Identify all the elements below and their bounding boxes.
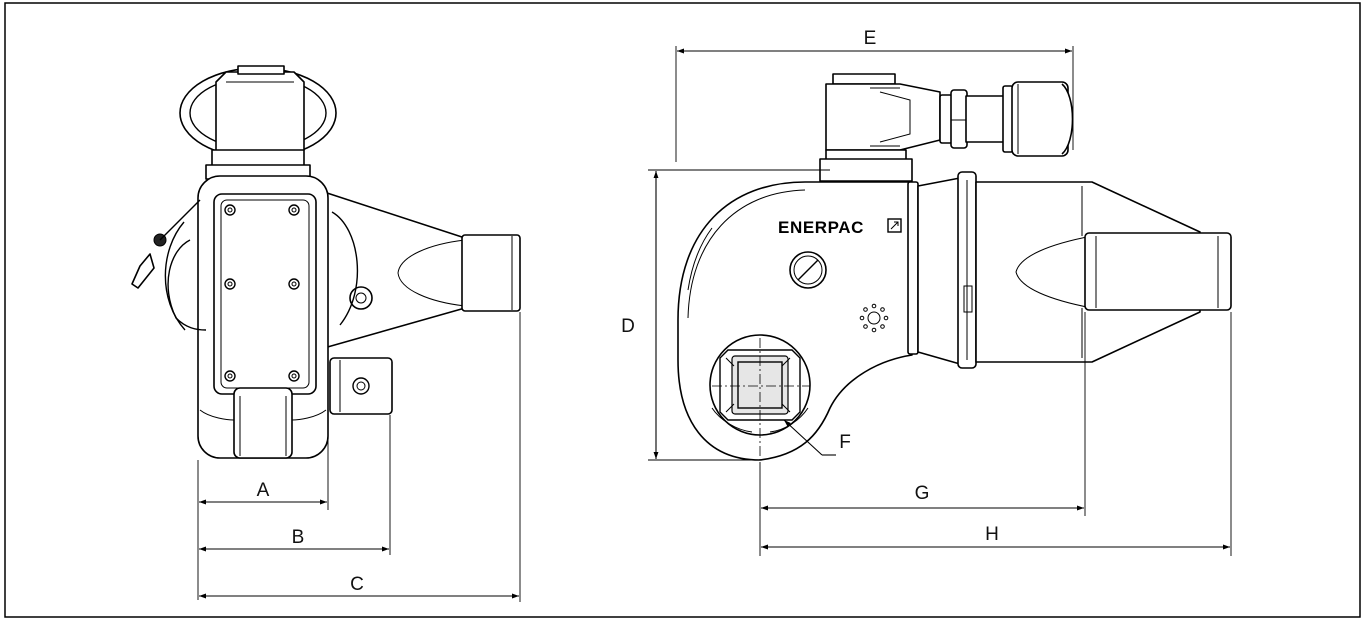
dimension-d-label: D bbox=[621, 316, 635, 337]
dimension-a-label: A bbox=[257, 480, 270, 501]
brand-mark-icon bbox=[887, 218, 902, 233]
dimension-h: H bbox=[761, 524, 1230, 550]
dimension-b-label: B bbox=[292, 527, 305, 548]
slot-plug-icon bbox=[789, 251, 827, 289]
cover-screws bbox=[224, 204, 300, 382]
dimension-f-label: F bbox=[839, 432, 851, 453]
housing: ENERPAC bbox=[677, 181, 919, 461]
front-view: ENERPAC bbox=[621, 28, 1232, 556]
sun-icon bbox=[859, 303, 889, 333]
dimension-e: E bbox=[677, 28, 1072, 54]
dimension-d: D bbox=[621, 171, 659, 459]
brand-text: ENERPAC bbox=[778, 218, 864, 237]
neck-upper bbox=[211, 149, 305, 167]
dimension-h-label: H bbox=[985, 524, 999, 545]
dimension-b: B bbox=[199, 527, 389, 552]
dimension-c: C bbox=[199, 574, 519, 599]
main-housing bbox=[131, 175, 393, 459]
swivel-handle bbox=[179, 65, 337, 161]
dimension-c-label: C bbox=[350, 574, 364, 595]
side-view: A B C bbox=[131, 65, 521, 602]
dimension-a: A bbox=[199, 480, 327, 505]
swivel-coupling bbox=[825, 73, 1074, 157]
dimension-g: G bbox=[761, 483, 1084, 511]
dimension-f: F bbox=[783, 419, 851, 456]
reaction-arm bbox=[917, 171, 1232, 369]
dimension-e-label: E bbox=[864, 28, 877, 49]
drawing-frame bbox=[4, 2, 1361, 618]
dimension-g-label: G bbox=[915, 483, 930, 504]
rear-arm bbox=[323, 191, 521, 349]
